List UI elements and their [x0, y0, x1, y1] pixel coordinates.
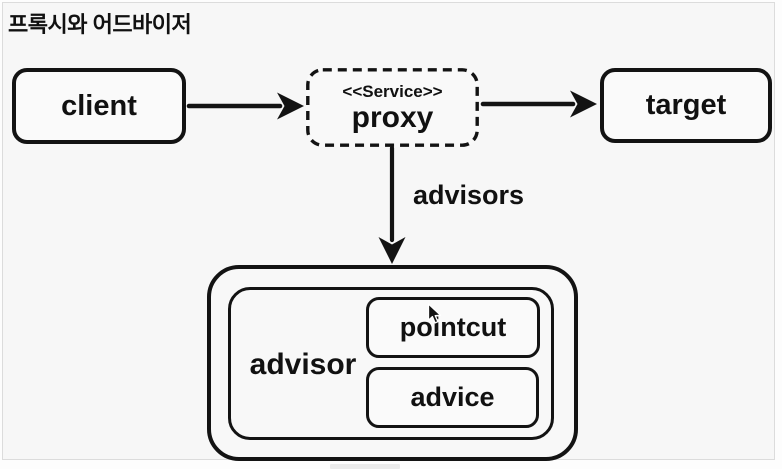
- node-advice-label: advice: [410, 382, 495, 412]
- node-proxy-stereotype: <<Service>>: [342, 81, 443, 101]
- node-client: client: [12, 68, 186, 144]
- node-target: target: [600, 68, 772, 143]
- node-pointcut-label: pointcut: [399, 312, 507, 342]
- node-target-label: target: [645, 89, 727, 121]
- node-client-label: client: [61, 89, 137, 122]
- node-advice: advice: [366, 367, 539, 428]
- node-proxy: <<Service>> proxy: [306, 68, 479, 147]
- node-pointcut: pointcut: [366, 297, 540, 358]
- page-title: 프록시와 어드바이저: [8, 12, 192, 37]
- node-proxy-label: proxy: [351, 100, 434, 134]
- edge-advisors-label: advisors: [413, 180, 525, 210]
- node-advisor-label: advisor: [249, 348, 357, 381]
- timeline-fragment: [330, 464, 400, 469]
